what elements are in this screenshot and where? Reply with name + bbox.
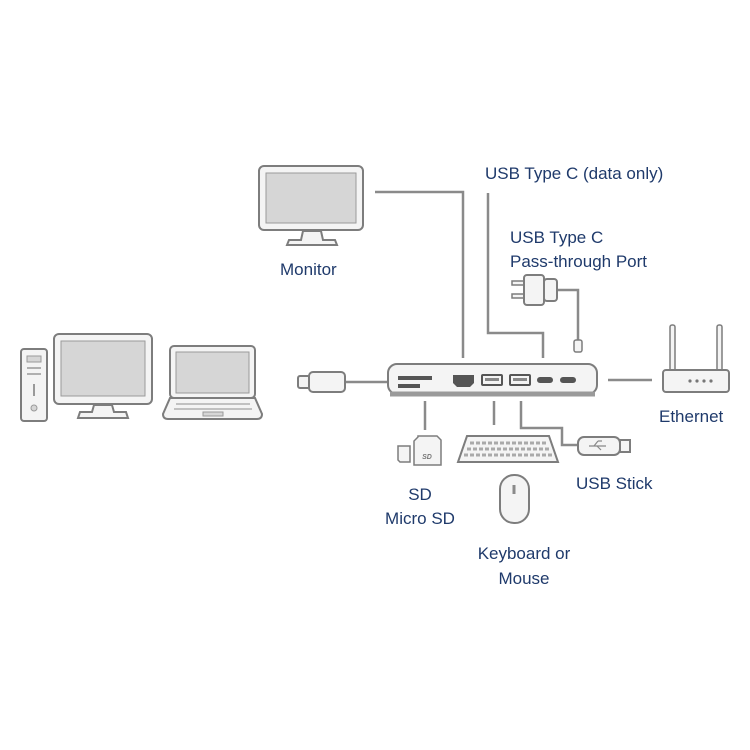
ethernet-label: Ethernet [659, 407, 724, 426]
monitor-cable [375, 190, 465, 358]
keyboard-mouse-label-line2: Mouse [498, 569, 550, 588]
router-icon [662, 324, 730, 393]
sd-label-line2: Micro SD [385, 509, 455, 528]
sd-cards-icon: SD [397, 435, 442, 466]
usb-c-pass-through-label-line1: USB Type C [510, 228, 604, 247]
keyboard-icon [456, 435, 560, 463]
usb-c-hub-icon [387, 363, 598, 397]
usb-c-port-pass-through [560, 377, 576, 383]
desktop-tower-icon [20, 348, 48, 422]
mouse-icon [499, 474, 530, 524]
usb-c-data-cable [486, 193, 545, 358]
usb-stick-icon [577, 436, 631, 456]
microsd-slot [398, 384, 420, 388]
usb-c-port-data [537, 377, 553, 383]
pass-through-cable [555, 288, 580, 343]
hdmi-port [453, 375, 474, 387]
sd-slot [398, 376, 432, 380]
power-adapter-icon [511, 274, 583, 353]
svg-text:SD: SD [422, 454, 432, 461]
usb-stick-cable [519, 401, 578, 447]
keyboard-mouse-label-line1: Keyboard or [477, 544, 571, 563]
usb-c-data-label: USB Type C (data only) [485, 164, 664, 183]
usb-c-pass-through-label-line2: Pass-through Port [510, 252, 648, 271]
monitor-label: Monitor [280, 260, 337, 279]
host-usb-c-plug-icon [297, 371, 346, 393]
laptop-icon [161, 345, 264, 420]
usb-stick-label: USB Stick [576, 474, 653, 493]
sd-label-line1: SD [408, 485, 432, 504]
monitor-icon [258, 165, 364, 246]
cables [344, 190, 652, 447]
desktop-monitor-icon [53, 333, 153, 419]
